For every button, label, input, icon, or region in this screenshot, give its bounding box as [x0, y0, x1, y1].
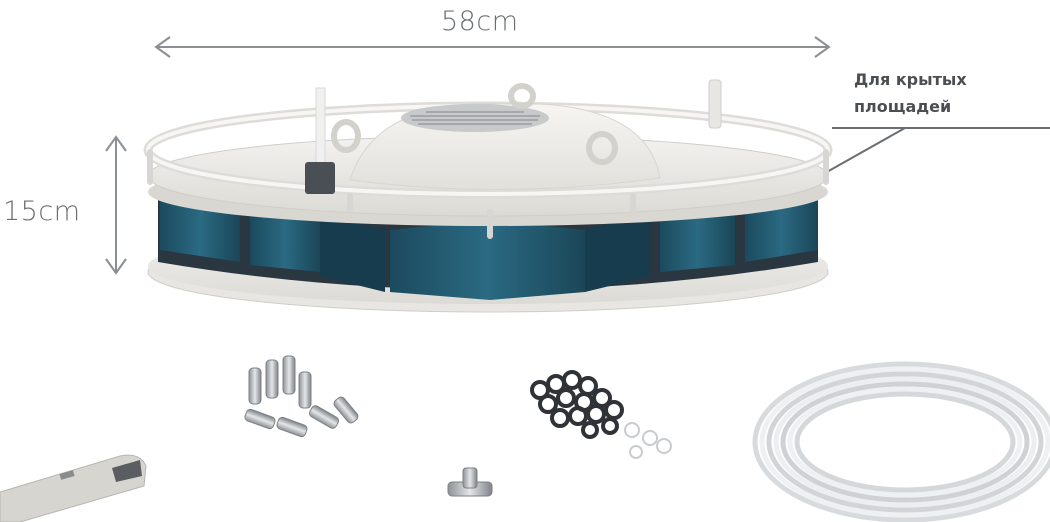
width-dimension-arrow — [154, 36, 831, 58]
height-dimension-label: 15cm — [3, 196, 81, 227]
callout-leader-line — [801, 127, 1050, 187]
width-dimension-label: 58cm — [441, 6, 519, 37]
misting-fan-unit — [143, 79, 833, 313]
callout-line-2: площадей — [854, 97, 952, 116]
eye-bolts — [331, 83, 618, 165]
height-dimension-arrow — [105, 135, 127, 275]
tube-coil — [752, 361, 1050, 522]
fan-blades — [160, 192, 818, 300]
indoor-use-callout: Для крытых площадей — [854, 66, 1034, 120]
pipe-clips — [530, 370, 672, 459]
tee-connector — [447, 467, 493, 497]
mounting-bracket — [0, 454, 147, 522]
callout-line-1: Для крытых — [854, 70, 967, 89]
misting-nozzles — [244, 355, 359, 438]
